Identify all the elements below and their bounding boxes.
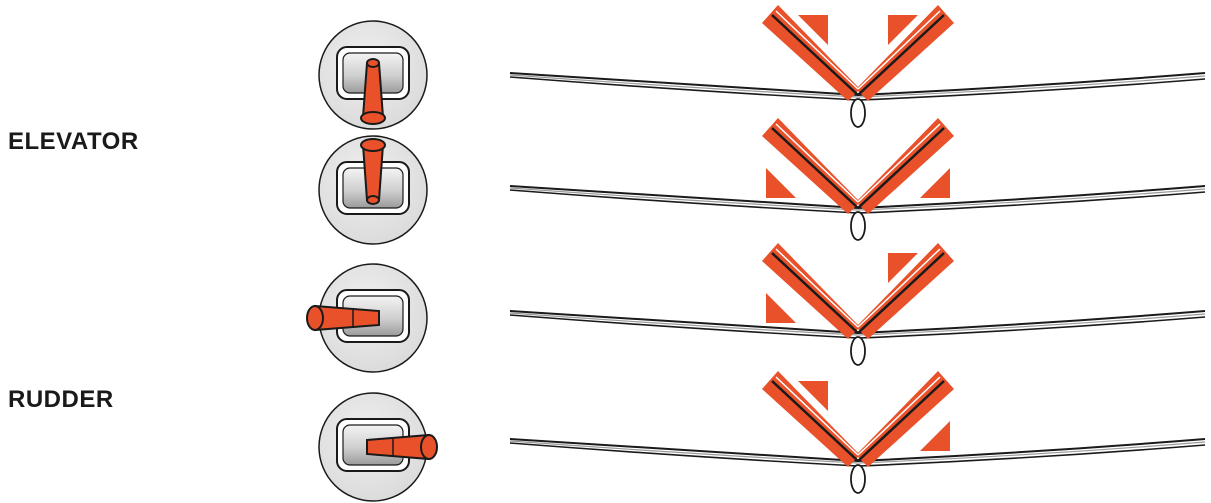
v-tail (762, 371, 954, 467)
wing (510, 73, 1205, 127)
right-deflection-indicator (920, 421, 950, 451)
stick-knob (361, 112, 385, 124)
fuselage-pod (851, 337, 865, 365)
control-stick (307, 306, 379, 330)
left-deflection-indicator (766, 293, 796, 323)
v-tail (762, 5, 954, 101)
stick-shaft (363, 145, 383, 200)
stick-knob (307, 306, 323, 330)
right-deflection-indicator (920, 168, 950, 198)
left-deflection-indicator (766, 168, 796, 198)
transmitter-gimbal (319, 136, 427, 244)
wing (510, 186, 1205, 240)
stick-shaft (363, 63, 383, 117)
control-stick (367, 435, 437, 459)
transmitter-gimbal (319, 21, 427, 129)
fuselage-pod (851, 99, 865, 127)
wing (510, 311, 1205, 365)
stick-base (367, 196, 379, 204)
fuselage-pod (851, 465, 865, 493)
transmitter-gimbal (319, 393, 437, 501)
v-tail (762, 118, 954, 214)
fuselage-pod (851, 212, 865, 240)
transmitter-gimbal (307, 264, 427, 372)
stick-base (367, 59, 379, 67)
stick-knob (361, 139, 385, 151)
stick-shaft (367, 435, 429, 459)
wing (510, 439, 1205, 493)
stick-knob (421, 435, 437, 459)
v-tail (762, 243, 954, 339)
stick-shaft (315, 306, 379, 330)
